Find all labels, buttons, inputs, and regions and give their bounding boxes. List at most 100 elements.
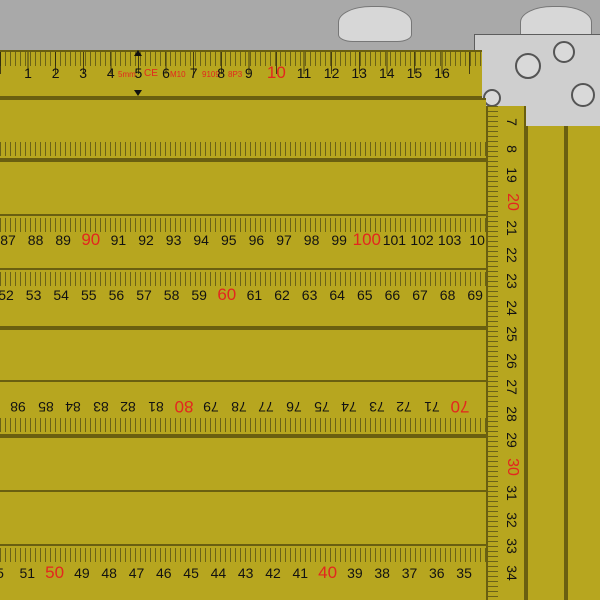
arrow-down-icon bbox=[134, 90, 142, 96]
tape-hook-left bbox=[338, 6, 412, 42]
ruler-number: 87 bbox=[0, 232, 16, 248]
ruler-number: 95 bbox=[221, 232, 237, 248]
ruler-number: 74 bbox=[341, 399, 357, 415]
ruler-number: 24 bbox=[504, 299, 520, 316]
ruler-number: 96 bbox=[248, 232, 265, 248]
ruler-number: 37 bbox=[401, 565, 418, 581]
ruler-number: 61 bbox=[246, 287, 263, 303]
ruler-number: 94 bbox=[193, 232, 209, 248]
ruler-number: 31 bbox=[504, 485, 520, 501]
ruler-number: 5 bbox=[0, 566, 4, 580]
ruler-number: 85 bbox=[37, 399, 54, 415]
ruler-number: 76 bbox=[286, 399, 302, 415]
ruler-number: 35 bbox=[456, 565, 472, 581]
ruler-number: 39 bbox=[347, 565, 363, 581]
marking-text: 5mm bbox=[118, 70, 136, 79]
ruler-number: 101 bbox=[382, 232, 407, 248]
ruler-number: 1 bbox=[24, 65, 32, 81]
ruler-number: 54 bbox=[53, 287, 69, 303]
ruler-number: 59 bbox=[191, 287, 207, 303]
tick-marks bbox=[488, 106, 498, 600]
ruler-number: 3 bbox=[79, 65, 88, 81]
ruler-number: 69 bbox=[467, 287, 483, 303]
ruler-number: 44 bbox=[210, 565, 227, 581]
ruler-number: 26 bbox=[504, 352, 520, 369]
ruler-number: 7 bbox=[504, 118, 520, 126]
ruler-number: 51 bbox=[19, 565, 36, 581]
ruler-number: 45 bbox=[183, 565, 199, 581]
ruler-number: 25 bbox=[504, 326, 520, 342]
ruler-number: 65 bbox=[357, 287, 373, 303]
ruler-number: 23 bbox=[504, 273, 520, 289]
tape-strip-7 bbox=[0, 380, 486, 436]
ruler-number: 77 bbox=[258, 399, 275, 415]
marking-text: M10 bbox=[170, 70, 186, 79]
tape-strip-8 bbox=[0, 436, 486, 492]
tape-strip-3 bbox=[0, 160, 486, 216]
ruler-number: 16 bbox=[434, 65, 450, 81]
ruler-number: 73 bbox=[369, 399, 385, 415]
tape-strip-5 bbox=[0, 268, 486, 328]
ruler-number: 55 bbox=[81, 287, 97, 303]
ruler-number: 58 bbox=[163, 287, 180, 303]
ruler-number: 32 bbox=[504, 511, 520, 528]
tape-strip-10 bbox=[0, 544, 486, 600]
tick-marks bbox=[0, 418, 486, 432]
ruler-number: 30 bbox=[504, 457, 521, 476]
ruler-number: 82 bbox=[120, 399, 137, 415]
ruler-number: 56 bbox=[108, 287, 125, 303]
ruler-number: 93 bbox=[165, 232, 182, 248]
ruler-number: 21 bbox=[504, 220, 520, 236]
marking-text: 9109 bbox=[202, 70, 220, 79]
ruler-number: 64 bbox=[329, 287, 345, 303]
ruler-number: 103 bbox=[437, 232, 462, 248]
tape-strip-9 bbox=[0, 490, 486, 546]
ruler-number: 6 bbox=[162, 65, 170, 81]
ruler-number: 60 bbox=[217, 285, 237, 304]
ruler-number: 99 bbox=[331, 232, 347, 248]
ruler-number: 102 bbox=[410, 232, 434, 248]
marking-text: 8P3 bbox=[228, 70, 243, 79]
ruler-number: 53 bbox=[25, 287, 42, 303]
ruler-number: 75 bbox=[313, 399, 330, 415]
ruler-number: 71 bbox=[424, 399, 440, 415]
ruler-number: 100 bbox=[352, 230, 381, 249]
ruler-number: 67 bbox=[412, 287, 428, 303]
ruler-number: 10 bbox=[266, 63, 286, 82]
ruler-number: 66 bbox=[384, 287, 401, 303]
ruler-number: 14 bbox=[379, 65, 395, 81]
ruler-number: 38 bbox=[374, 565, 390, 581]
ruler-number: 20 bbox=[504, 192, 521, 211]
marking-text: CE bbox=[144, 68, 158, 79]
tick-marks bbox=[0, 272, 486, 286]
ruler-number: 15 bbox=[406, 65, 423, 81]
ruler-number: 57 bbox=[136, 287, 152, 303]
tick-marks bbox=[0, 218, 486, 232]
ruler-number: 46 bbox=[156, 565, 172, 581]
ruler-number: 92 bbox=[138, 232, 154, 248]
ruler-number: 9 bbox=[244, 65, 253, 81]
ruler-number: 84 bbox=[65, 399, 81, 415]
ruler-number: 78 bbox=[231, 399, 247, 415]
ruler-number: 10 bbox=[469, 232, 485, 248]
ruler-number: 97 bbox=[276, 232, 292, 248]
ruler-number: 2 bbox=[51, 65, 60, 81]
tape-strip-top: 5mm CE M10 9109 8P3 bbox=[0, 50, 482, 98]
ruler-number: 98 bbox=[10, 399, 26, 415]
ruler-number: 98 bbox=[303, 232, 320, 248]
ruler-number: 41 bbox=[292, 565, 309, 581]
ruler-number: 4 bbox=[106, 65, 115, 81]
ruler-number: 12 bbox=[323, 65, 340, 81]
ruler-number: 8 bbox=[217, 65, 226, 81]
ruler-number: 5 bbox=[134, 65, 143, 81]
tape-strip-2 bbox=[0, 98, 486, 160]
ruler-number: 11 bbox=[296, 65, 312, 81]
ruler-number: 91 bbox=[110, 232, 127, 248]
ruler-number: 50 bbox=[45, 563, 65, 582]
major-tick-marks bbox=[0, 52, 482, 74]
ruler-number: 40 bbox=[318, 563, 338, 582]
ruler-number: 81 bbox=[148, 399, 164, 415]
tape-strip-vertical-3 bbox=[566, 126, 600, 600]
gear-icon bbox=[553, 41, 575, 63]
